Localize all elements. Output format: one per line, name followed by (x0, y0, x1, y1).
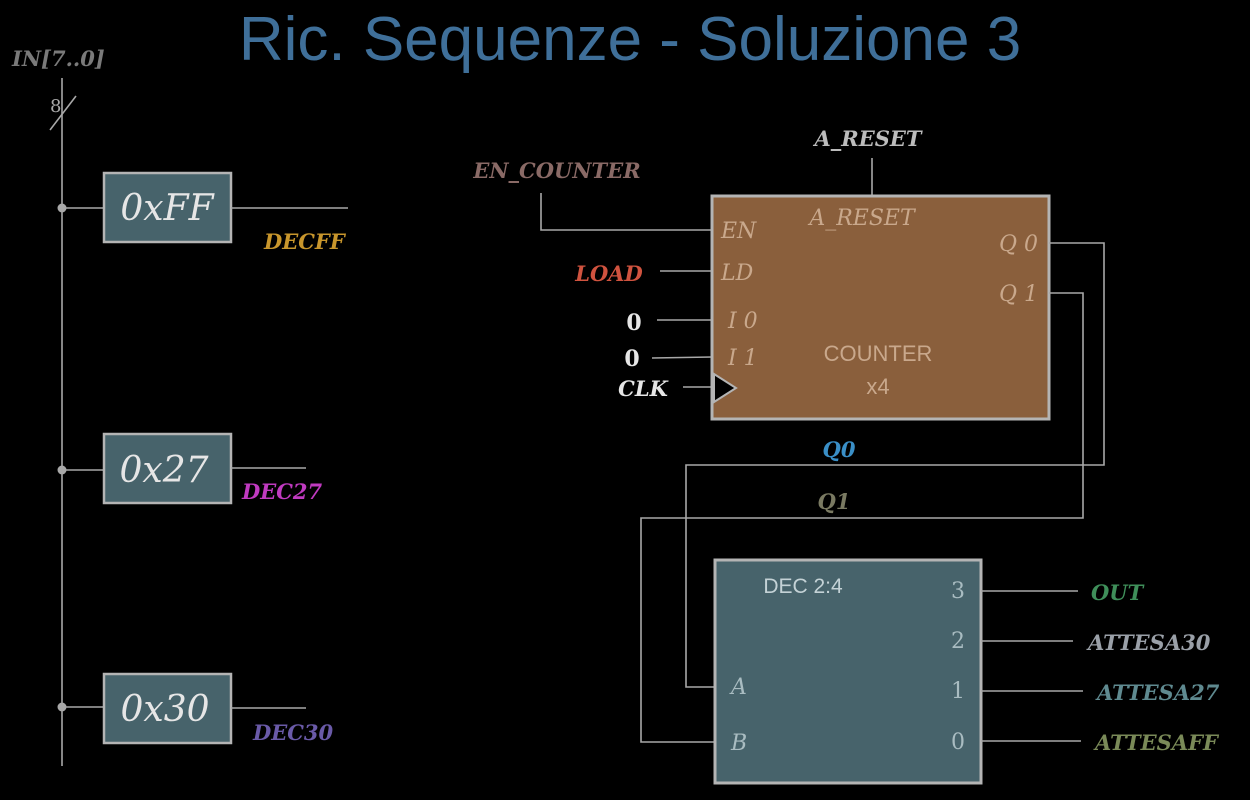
counter: A_RESET EN_COUNTER LOAD 0 0 CLK EN LD I … (472, 126, 1051, 421)
wire-q0 (685, 242, 1105, 688)
input-bus: IN[7..0] 8 (11, 46, 105, 766)
pin-ld: LD (720, 261, 754, 286)
decoder-output-signal: ATTESA27 (1095, 680, 1220, 705)
clk-signal-label: CLK (618, 376, 668, 401)
pin-q1: Q 1 (999, 282, 1038, 307)
decoder-output-signal: ATTESA30 (1086, 630, 1211, 655)
pin-out-3: 3 (951, 579, 965, 604)
wire (540, 193, 712, 231)
decoder-block (713, 558, 983, 785)
pin-a: A (729, 675, 747, 700)
bus-width-slash (49, 95, 77, 131)
pin-i0: I 0 (727, 309, 758, 334)
pin-out-1: 1 (951, 679, 965, 704)
areset-signal-label: A_RESET (812, 126, 922, 151)
counter-block (710, 194, 1051, 421)
bus-width: 8 (50, 96, 61, 117)
comparator-value: 0xFF (120, 188, 215, 229)
counter-to-decoder-wires: Q0 Q1 (640, 242, 1105, 743)
counter-size: x4 (866, 374, 889, 399)
pin-i1: I 1 (727, 346, 758, 371)
comparator-value: 0x30 (120, 689, 209, 730)
comparator-30: 0x30 DEC30 (57, 672, 334, 745)
pin-b: B (730, 731, 747, 756)
en-counter-signal-label: EN_COUNTER (472, 158, 640, 183)
comparator-output-label: DEC27 (241, 479, 323, 504)
decoder-output-signal: ATTESAFF (1093, 730, 1220, 755)
pin-out-2: 2 (951, 629, 965, 654)
decoder-output-signal: OUT (1091, 580, 1145, 605)
pin-out-0: 0 (951, 730, 965, 755)
i0-constant: 0 (626, 310, 641, 336)
clock-triangle (713, 372, 738, 404)
counter-name: COUNTER (824, 341, 933, 366)
q1-wire-label: Q1 (818, 489, 851, 514)
pin-q0: Q 0 (999, 232, 1038, 257)
comparator-block (102, 171, 233, 244)
i1-constant: 0 (624, 346, 639, 372)
bus-label: IN[7..0] (11, 46, 105, 71)
load-signal-label: LOAD (574, 261, 643, 286)
q0-wire-label: Q0 (823, 437, 856, 462)
decoder: DEC 2:4 A B 3 2 1 0 OUT ATTESA30 ATTESA2… (713, 558, 1220, 785)
comparator-ff: 0xFF DECFF (57, 171, 348, 254)
comparator-value: 0x27 (119, 450, 208, 491)
pin-en: EN (720, 219, 757, 244)
comparator-block (102, 672, 233, 745)
page-title: Ric. Sequenze - Soluzione 3 (239, 5, 1021, 74)
comparator-27: 0x27 DEC27 (57, 432, 323, 505)
decoder-name: DEC 2:4 (763, 575, 843, 598)
wire-q1 (640, 292, 1084, 743)
comparator-output-label: DECFF (263, 229, 347, 254)
comparator-output-label: DEC30 (252, 720, 334, 745)
pin-areset: A_RESET (807, 206, 917, 231)
wire (651, 356, 713, 359)
comparator-block (102, 432, 233, 505)
